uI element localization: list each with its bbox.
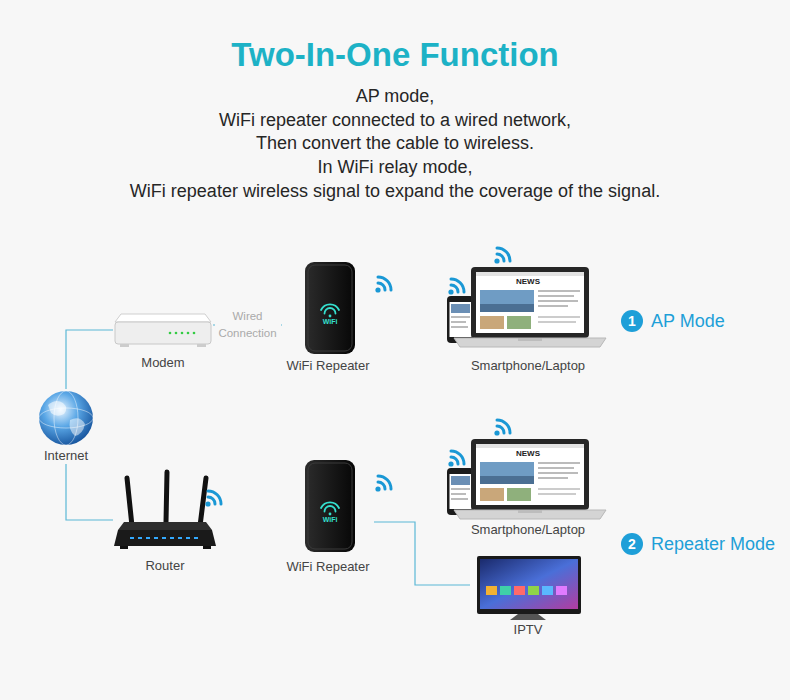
router-antenna xyxy=(200,478,206,526)
modem-top xyxy=(115,314,211,322)
router-foot xyxy=(203,546,211,549)
repeater-device xyxy=(305,460,355,552)
router-led xyxy=(162,537,166,539)
router-antenna xyxy=(127,478,132,526)
router-led xyxy=(130,537,134,539)
tv-icon xyxy=(477,556,581,620)
globe-land xyxy=(70,418,85,436)
mode-name: AP Mode xyxy=(651,310,725,332)
callout-number: 2 xyxy=(628,536,636,553)
callout-circle xyxy=(621,310,643,332)
device-node: Smartphone/Laptop xyxy=(440,245,616,374)
router-led xyxy=(178,537,182,539)
router-led xyxy=(186,537,190,539)
description-line: WiFi repeater wireless signal to expand … xyxy=(130,180,660,202)
callout-number: 1 xyxy=(628,313,636,330)
laptop-phone-set xyxy=(447,420,606,519)
device-logo-text: WiFi xyxy=(323,516,338,524)
mode-name: Repeater Mode xyxy=(651,533,775,555)
description-line: In WiFi relay mode, xyxy=(317,156,472,178)
router-led xyxy=(146,537,150,539)
device-node: Modem xyxy=(113,303,213,371)
connector-label: Wired Connection xyxy=(215,308,281,342)
screen-headline: NEWS xyxy=(516,277,540,287)
modem-foot xyxy=(197,344,206,347)
router-antenna xyxy=(166,472,167,522)
tv-tile xyxy=(528,586,539,595)
router-body xyxy=(114,530,216,546)
router-foot xyxy=(120,546,128,549)
tv-stand xyxy=(510,614,546,620)
device-node: IPTV xyxy=(470,552,586,638)
connector-line xyxy=(66,330,113,389)
router-icon xyxy=(114,472,216,549)
device-label: IPTV xyxy=(514,622,543,638)
device-label: WiFi Repeater xyxy=(286,358,369,374)
device-label: WiFi Repeater xyxy=(286,559,369,575)
device-logo-text: WiFi xyxy=(323,318,338,326)
globe xyxy=(39,391,93,445)
router-led xyxy=(170,537,174,539)
device-label: Smartphone/Laptop xyxy=(471,358,585,374)
device-label: Router xyxy=(145,558,184,574)
connector-line xyxy=(374,522,470,585)
title-text: Two-In-One Function xyxy=(0,36,790,74)
globe-meridian xyxy=(54,391,78,445)
callout-circle xyxy=(621,533,643,555)
globe-icon xyxy=(39,391,93,445)
modem-foot xyxy=(120,344,129,347)
tv-tile xyxy=(486,586,497,595)
device-node: WiFi Repeater xyxy=(282,454,374,575)
router-top xyxy=(118,522,212,530)
globe-parallel xyxy=(39,408,93,428)
tv-screen xyxy=(480,559,578,609)
description-line: AP mode, xyxy=(356,85,435,107)
router-led xyxy=(154,537,158,539)
tv-tile xyxy=(500,586,511,595)
modem-icon xyxy=(115,314,211,347)
tv-frame xyxy=(477,556,581,614)
modem-body xyxy=(115,322,211,344)
tv-tile xyxy=(556,586,567,595)
screen-headline: NEWS xyxy=(516,449,540,459)
connector-line xyxy=(66,464,113,520)
description-line: WiFi repeater connected to a wired netwo… xyxy=(219,109,571,131)
tv-tile xyxy=(542,586,553,595)
tv-tile xyxy=(514,586,525,595)
repeater-device xyxy=(305,262,355,354)
modem-led xyxy=(169,332,172,335)
wifi-signal xyxy=(375,476,391,492)
device-node: Router xyxy=(113,470,217,574)
laptop-phone-set xyxy=(447,248,606,347)
device-node: Smartphone/Laptop xyxy=(440,430,616,538)
modem-led xyxy=(181,332,184,335)
device-node: WiFi Repeater xyxy=(282,258,374,374)
router-led xyxy=(138,537,142,539)
globe-land xyxy=(48,401,66,416)
device-label: Smartphone/Laptop xyxy=(471,522,585,538)
device-label: Internet xyxy=(44,448,88,464)
device-label: Modem xyxy=(141,355,184,371)
router-led xyxy=(194,537,198,539)
modem-led xyxy=(193,332,196,335)
wifi-signal xyxy=(205,491,221,507)
wifi-signal xyxy=(375,277,391,293)
modem-led xyxy=(175,332,178,335)
device-node: Internet xyxy=(34,389,98,464)
description-line: Then convert the cable to wireless. xyxy=(256,132,534,154)
modem-led xyxy=(187,332,190,335)
